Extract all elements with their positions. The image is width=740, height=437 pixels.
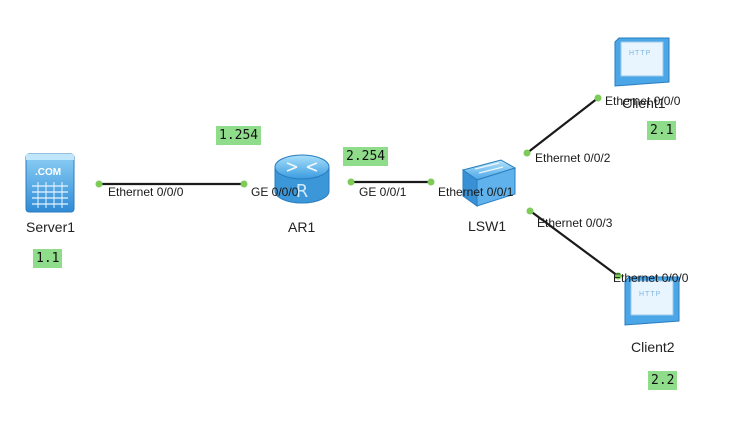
port-label-client1-eth: Ethernet 0/0/0 — [605, 94, 681, 108]
lsw1-device[interactable] — [461, 156, 517, 208]
port-dot-ar1-ge0 — [240, 180, 248, 188]
port-dot-lsw1-eth2 — [523, 149, 531, 157]
server1-device[interactable]: .COM — [24, 152, 76, 214]
port-dot-client1 — [594, 94, 602, 102]
ar1-name: AR1 — [288, 219, 316, 235]
lsw1-name: LSW1 — [468, 218, 507, 234]
svg-text:R: R — [296, 181, 309, 202]
http-client-icon — [614, 37, 670, 87]
port-label-lsw1-eth1: Ethernet 0/0/1 — [438, 185, 514, 199]
port-label-ar1-ge0: GE 0/0/0 — [251, 185, 299, 199]
server1-ip: 1.1 — [33, 249, 63, 268]
client2-name: Client2 — [631, 339, 675, 355]
links — [98, 97, 619, 277]
router-icon: R — [274, 154, 330, 204]
switch-icon — [461, 159, 517, 207]
client2-ip: 2.2 — [648, 371, 678, 390]
server-icon — [25, 153, 75, 213]
client1-badge: HTTP — [629, 50, 652, 57]
ar1-ip-left: 1.254 — [216, 126, 262, 145]
port-dot-lsw1-eth3 — [526, 207, 534, 215]
http-client-icon — [624, 276, 680, 326]
client2-device[interactable]: HTTP — [623, 275, 681, 327]
link-lsw1-client1[interactable] — [526, 97, 599, 154]
port-label-lsw1-eth2: Ethernet 0/0/2 — [535, 151, 611, 165]
port-dot-ar1-ge1 — [347, 178, 355, 186]
port-label-server1-eth: Ethernet 0/0/0 — [108, 185, 184, 199]
port-label-client2-eth: Ethernet 0/0/0 — [613, 271, 689, 285]
port-dot-lsw1-eth1 — [427, 178, 435, 186]
client1-ip: 2.1 — [647, 121, 677, 140]
server-badge: .COM — [35, 167, 62, 178]
port-label-ar1-ge1: GE 0/0/1 — [359, 185, 407, 199]
client1-device[interactable]: HTTP — [613, 36, 671, 88]
port-dot-server1 — [95, 180, 103, 188]
link-lsw1-client2[interactable] — [528, 209, 619, 277]
port-dot-client2 — [614, 272, 622, 280]
port-dots — [95, 94, 622, 280]
port-label-lsw1-eth3: Ethernet 0/0/3 — [537, 216, 613, 230]
client1-name: Client1 — [622, 95, 666, 111]
ar1-device[interactable]: R — [271, 151, 333, 209]
ar1-ip-right: 2.254 — [343, 147, 389, 166]
server1-name: Server1 — [26, 219, 76, 235]
client2-badge: HTTP — [639, 291, 662, 298]
